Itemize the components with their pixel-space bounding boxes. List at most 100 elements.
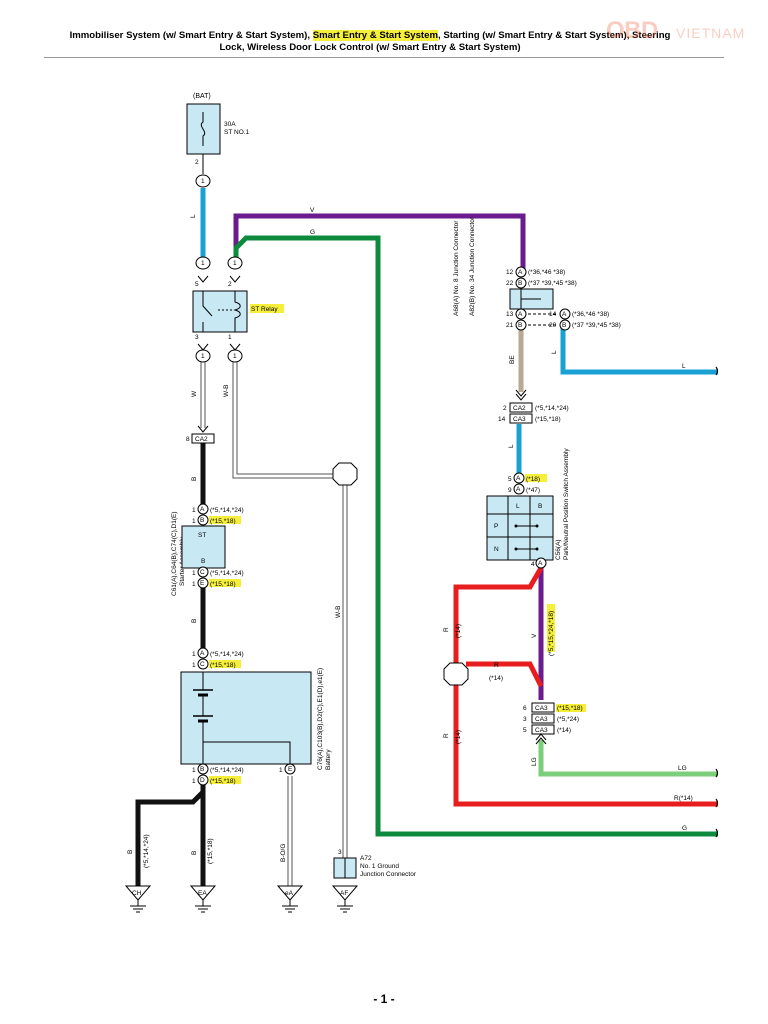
note-battery-c: (*15,*18) bbox=[210, 662, 236, 669]
battery-pin-e: 1 bbox=[279, 767, 283, 774]
ca2-right-label: CA2 bbox=[513, 405, 526, 412]
terminal-relay-out-2-label: 1 bbox=[233, 353, 237, 360]
fuse-name: ST NO.1 bbox=[224, 129, 250, 136]
ground-code: A72 bbox=[360, 855, 372, 862]
ca2-left-pin: 8 bbox=[186, 436, 190, 443]
starter-code: C61(A),C64(B),C74(C),D1(E) bbox=[171, 511, 178, 596]
title-part-1: Immobiliser System (w/ Smart Entry & Sta… bbox=[69, 30, 313, 41]
ground-ea-label: EA bbox=[198, 890, 207, 897]
wire-label-b2: B bbox=[191, 619, 198, 623]
starter-term-b bbox=[197, 514, 209, 526]
park-row-n: N bbox=[494, 546, 499, 553]
wire-label-g: G bbox=[310, 229, 315, 236]
battery-pin-c: 1 bbox=[192, 662, 196, 669]
jc-term-b-bot bbox=[515, 319, 527, 331]
fuse-amp: 30A bbox=[224, 121, 236, 128]
starter-term-c-label: C bbox=[200, 569, 205, 576]
battery-box bbox=[180, 671, 312, 765]
ca3-b2-pin: 3 bbox=[523, 716, 527, 723]
diagram-title: Immobiliser System (w/ Smart Entry & Sta… bbox=[20, 30, 720, 54]
starter-term-e-label: E bbox=[200, 580, 205, 587]
battery-pin-b: 1 bbox=[192, 767, 196, 774]
wire-label-r1: R bbox=[443, 627, 450, 632]
wire-label-r2: R bbox=[494, 662, 499, 669]
park-pin-4: 4 bbox=[531, 561, 535, 568]
wire-l-right bbox=[560, 326, 718, 375]
jc-term-b-right bbox=[559, 319, 571, 331]
ca3-b1-box bbox=[531, 702, 555, 713]
note-jc-b-right: (*37 *39,*45 *38) bbox=[572, 322, 621, 329]
ground-af-label: AF bbox=[340, 890, 348, 897]
st-relay-box bbox=[192, 290, 248, 333]
note-starter-e-hl bbox=[209, 579, 241, 587]
battery-code: C76(A),C103(B),D2(C),E1(D),e1(E) bbox=[317, 668, 324, 770]
note-park-9: (*47) bbox=[526, 487, 540, 494]
note-r2: (*14) bbox=[489, 675, 503, 682]
park-term-4 bbox=[535, 557, 547, 569]
park-pin-9: 9 bbox=[508, 487, 512, 494]
battery-term-b-label: B bbox=[200, 766, 204, 773]
note-starter-b: (*15,*18) bbox=[210, 518, 236, 525]
jc-term-b-right-label: B bbox=[562, 322, 566, 329]
watermark-suffix: VIETNAM bbox=[676, 25, 746, 41]
fuse-icon bbox=[200, 112, 206, 146]
starter-term-e bbox=[197, 577, 209, 589]
ca3-right-pin: 14 bbox=[498, 416, 506, 423]
wire-v-top bbox=[233, 213, 526, 272]
jc-pin-21: 21 bbox=[506, 322, 514, 329]
wire-ends bbox=[715, 366, 719, 838]
ca3-right-label: CA3 bbox=[513, 416, 526, 423]
starter-pin-c: 1 bbox=[192, 570, 196, 577]
battery-term-a-label: A bbox=[200, 650, 205, 657]
ca2-left-box bbox=[191, 433, 215, 444]
relay-label-hl bbox=[250, 304, 284, 313]
relay-pin-1: 1 bbox=[228, 334, 232, 341]
starter-pin-a: 1 bbox=[192, 507, 196, 514]
note-battery-c-hl bbox=[209, 660, 241, 668]
page-number: - 1 - bbox=[373, 992, 395, 1006]
starter-term-b-label: B bbox=[200, 517, 204, 524]
st-relay-label: ST Relay bbox=[251, 306, 278, 313]
wire-label-wb2: W-B bbox=[335, 605, 342, 618]
park-col-b: B bbox=[538, 503, 542, 510]
battery-icon bbox=[193, 672, 291, 764]
battery-term-e-label: E bbox=[288, 766, 293, 773]
wire-lg bbox=[538, 740, 718, 777]
jc-term-a-bot-label: A bbox=[518, 311, 523, 318]
relay-switch-icon bbox=[202, 291, 213, 332]
header-rule bbox=[44, 57, 724, 58]
battery-term-a bbox=[197, 647, 209, 659]
battery-term-b bbox=[197, 763, 209, 775]
wire-label-w: W bbox=[191, 390, 198, 397]
wire-r-top bbox=[453, 566, 544, 664]
jc-pin-20: 20 bbox=[549, 322, 557, 329]
jc-pin-14: 14 bbox=[549, 311, 557, 318]
park-col-l: L bbox=[516, 503, 520, 510]
splice-r bbox=[443, 662, 469, 686]
ground-name-1: No. 1 Ground bbox=[360, 863, 399, 870]
title-line-2: Lock, Wireless Door Lock Control (w/ Sma… bbox=[219, 42, 521, 53]
note-ea: (*15,*18) bbox=[207, 838, 214, 864]
park-term-9 bbox=[513, 483, 525, 495]
battery-name: Battery bbox=[325, 749, 332, 770]
ca3-b3-label: CA3 bbox=[535, 727, 548, 734]
ca3-b1-pin: 6 bbox=[523, 705, 527, 712]
jc-term-b-top-label: B bbox=[518, 280, 522, 287]
note-battery-a: (*5,*14,*24) bbox=[210, 651, 244, 658]
starter-st-label: ST bbox=[198, 532, 206, 539]
park-term-4-label: A bbox=[538, 560, 543, 567]
note-jc-b-top: (*37 *39,*45 *38) bbox=[528, 280, 577, 287]
junction-code-1: A68(A) No. 8 Junction Connector bbox=[453, 220, 460, 316]
wire-label-l3: L bbox=[682, 363, 686, 370]
note-battery-b: (*5,*14,*24) bbox=[210, 767, 244, 774]
terminal-relay-in-1-label: 1 bbox=[201, 260, 205, 267]
starter-pin-b: 1 bbox=[192, 518, 196, 525]
relay-coil-icon bbox=[233, 291, 241, 332]
junction-code-2: A82(B) No. 34 Junction Connector bbox=[469, 216, 476, 316]
note-v: (*5,*15,*24,*18) bbox=[548, 611, 555, 656]
note-park-5: (*18) bbox=[526, 476, 540, 483]
starter-term-a bbox=[197, 503, 209, 515]
battery-term-d-label: D bbox=[200, 777, 205, 784]
wire-label-wb1: W-B bbox=[223, 384, 230, 397]
